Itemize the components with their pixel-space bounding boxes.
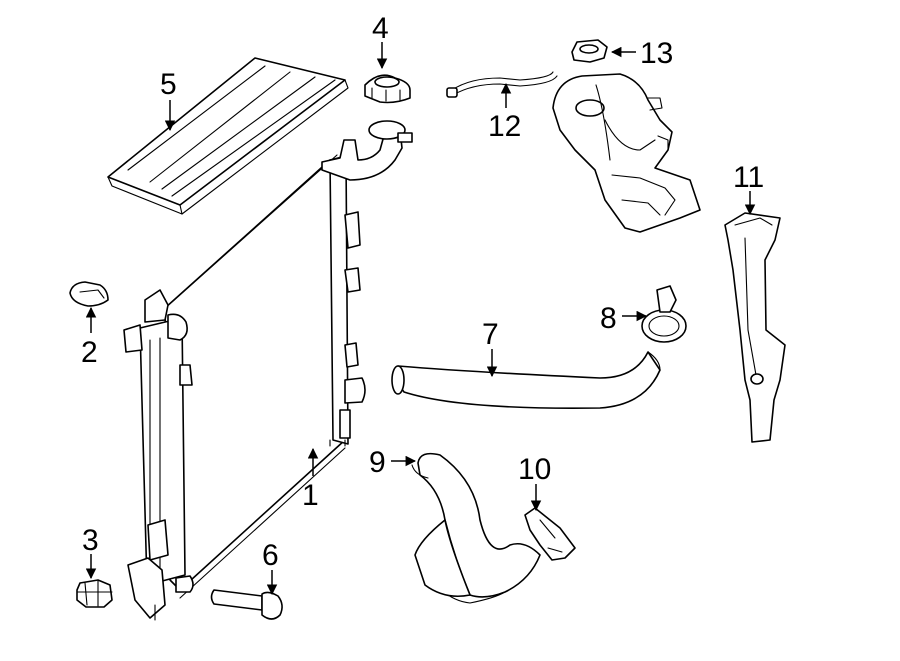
callout-12: 12 (488, 110, 521, 143)
part-12-overflow-hose (446, 71, 558, 98)
part-1-radiator (123, 120, 413, 621)
callout-13: 13 (640, 37, 673, 70)
part-11-side-air-seal (724, 212, 786, 443)
part-2-insulator (69, 281, 109, 307)
callout-11: 11 (733, 161, 764, 194)
callout-4: 4 (372, 12, 389, 45)
callout-8: 8 (600, 302, 617, 335)
callout-labels: 5 4 13 12 11 8 7 2 3 1 6 9 10 (81, 12, 764, 572)
callout-9: 9 (369, 446, 386, 479)
callout-1: 1 (302, 479, 319, 512)
coolant-reservoir (552, 73, 701, 233)
callout-5: 5 (160, 68, 177, 101)
leader-lines (85, 42, 756, 596)
part-6-drain-plug (210, 589, 283, 620)
part-4-radiator-cap (364, 74, 411, 104)
callout-7: 7 (482, 318, 499, 351)
part-13-reservoir-cap (571, 39, 608, 63)
part-3-lower-insulator (76, 579, 113, 608)
part-7-upper-hose (391, 351, 661, 409)
part-5-air-deflector (107, 57, 349, 215)
part-8-hose-clamp (641, 285, 687, 343)
callout-10: 10 (518, 453, 551, 486)
part-10-bracket (524, 507, 576, 561)
callout-6: 6 (262, 539, 279, 572)
callout-3: 3 (82, 524, 99, 557)
part-9-lower-hose (411, 452, 541, 604)
callout-2: 2 (81, 336, 98, 369)
